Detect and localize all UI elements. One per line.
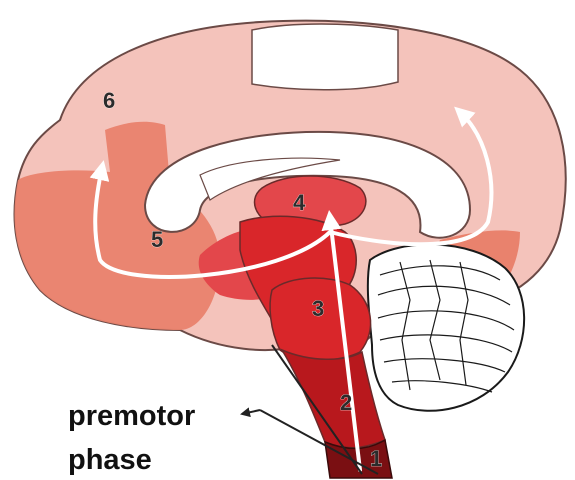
stage-label-5: 5 [151,227,163,252]
caption-line-2: phase [68,446,152,475]
caption-line-1: premotor [68,402,195,431]
stage-label-1: 1 [370,446,382,471]
stage-label-4: 4 [293,190,306,215]
cerebellum [368,244,524,410]
stage-label-3: 3 [312,296,324,321]
unaffected-cortex [252,24,398,90]
stage-label-2: 2 [340,390,352,415]
stage-label-6: 6 [103,88,115,113]
